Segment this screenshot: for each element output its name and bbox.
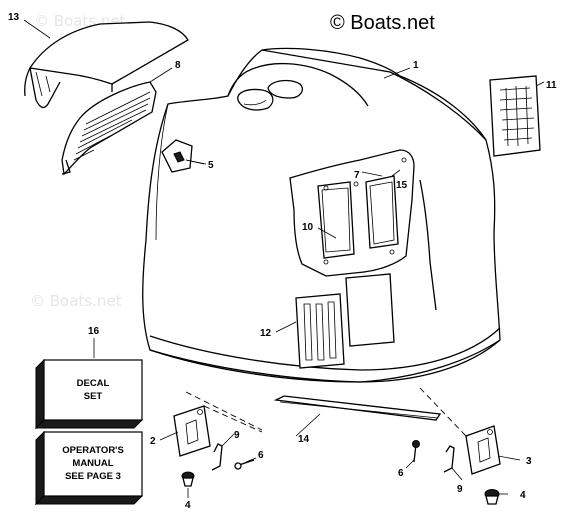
callout-14: 14 — [298, 434, 310, 445]
callout-8: 8 — [175, 60, 181, 71]
copyright-text: © Boats.net — [330, 12, 435, 34]
part-13-top-cap — [24, 21, 189, 109]
part-6-screw-right — [412, 440, 420, 463]
callout-15: 15 — [396, 180, 408, 191]
watermark-left: © Boats.net — [30, 292, 122, 310]
part-2-bracket-left — [173, 391, 263, 457]
callout-16: 16 — [88, 326, 100, 337]
callout-2: 2 — [150, 436, 156, 447]
part-4-plug-right — [484, 489, 500, 505]
part-9-clip-right — [443, 445, 455, 473]
manual-line2: MANUAL — [72, 458, 113, 469]
callout-10: 10 — [302, 222, 314, 233]
callout-6-left: 6 — [258, 450, 264, 461]
callout-4-left: 4 — [185, 500, 191, 511]
part-4-plug-left — [181, 471, 195, 487]
callout-7: 7 — [354, 170, 360, 181]
callout-1: 1 — [413, 60, 419, 71]
manual-line3: SEE PAGE 3 — [65, 471, 121, 482]
part-8-grille — [61, 81, 157, 176]
callout-6-right: 6 — [398, 468, 404, 479]
part-6-screw-left — [234, 459, 255, 470]
callout-9-right: 9 — [457, 484, 463, 495]
part-16-operators-manual-box: OPERATOR'S MANUAL SEE PAGE 3 — [34, 430, 144, 506]
part-10-side-cover — [289, 149, 415, 277]
callout-5: 5 — [208, 160, 214, 171]
callout-9-left: 9 — [234, 430, 240, 441]
part-16-decal-set-box: DECAL SET — [34, 358, 144, 430]
part-9-clip-left — [211, 443, 223, 471]
part-3-bracket-right — [419, 387, 501, 475]
part-14-rub-strip — [273, 395, 442, 421]
decal-line1: DECAL — [77, 378, 110, 389]
manual-line1: OPERATOR'S — [62, 445, 124, 456]
callout-4-right: 4 — [520, 490, 526, 501]
callout-13: 13 — [8, 12, 20, 23]
part-12-lower-vent — [295, 273, 395, 369]
decal-line2: SET — [84, 391, 103, 402]
part-11-grille-plate — [489, 75, 541, 157]
callout-12: 12 — [260, 328, 272, 339]
callout-3: 3 — [526, 456, 532, 467]
leader-lines — [23, 19, 545, 498]
callout-11: 11 — [546, 80, 557, 91]
